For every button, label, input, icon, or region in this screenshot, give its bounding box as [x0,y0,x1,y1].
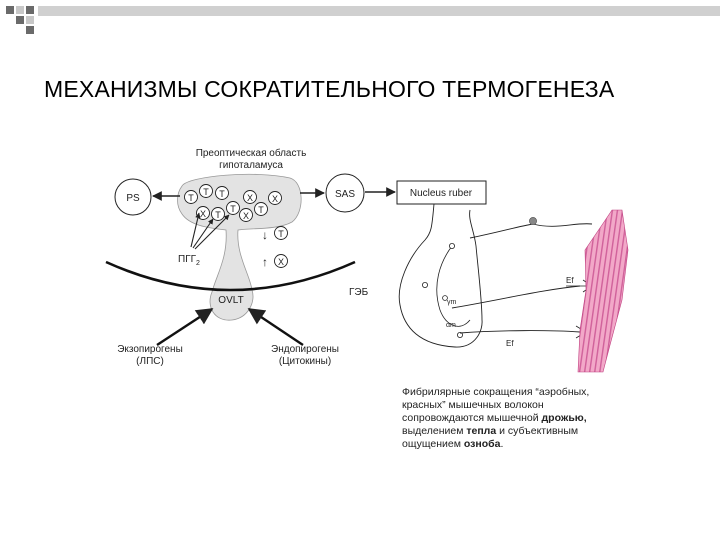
neuron-body [442,295,448,301]
geb-label: ГЭБ [349,287,369,298]
hypothalamus-label: гипоталамуса [219,160,283,171]
nerve-label: Ef [506,339,514,348]
exopyrogen-sublabel: (ЛПС) [136,356,164,367]
description-line: выделением тепла и субъективным [402,425,578,437]
neuron-t: T [226,201,240,215]
nerve-label: γm [447,299,457,306]
slide-decoration [6,6,720,34]
deco-square [6,6,14,14]
nerve-label: Ef [566,276,574,285]
nerve-label: αm [446,322,456,329]
deco-square [26,16,34,24]
arrow-down: ↓ [262,228,268,242]
gamma-motor-fiber [451,285,581,309]
skeletal-muscle [577,209,629,373]
neuron-t: T [184,190,198,204]
svg-text:T: T [258,205,264,215]
pgg-arrow [192,218,214,249]
spinal-ganglion [529,217,537,225]
pgg-arrow [190,212,201,248]
pgg-label: ПГГ2 [178,254,200,267]
arrow-up: ↑ [262,255,268,269]
hypothalamus-label: Преоптическая область [196,147,307,159]
svg-text:T: T [278,229,284,239]
nucleus-ruber-label: Nucleus ruber [410,188,473,199]
svg-text:X: X [278,257,284,267]
svg-text:X: X [243,211,249,221]
neuron-x: X [239,208,253,222]
neuron-t: T [199,184,213,198]
ps-label: PS [126,193,140,204]
neuron-t: T [211,207,225,221]
nucleus-ruber-box [396,180,487,205]
exopyrogen-label: Экзопирогены [117,344,183,355]
pgg-arrow [194,214,230,250]
sas-node [325,173,365,213]
top-bar [38,6,720,16]
svg-text:X: X [200,209,206,219]
svg-text:T: T [219,189,225,199]
sas-label: SAS [335,189,355,200]
spinal-cord-outline [398,203,483,348]
neuron-t: T [274,226,288,240]
endopyrogen-arrow [247,308,304,346]
description-line: Фибрилярные сокращения “аэробных, [402,386,589,398]
endopyrogen-label: Эндопирогены [271,344,339,355]
description-line: красных” мышечных волокон [402,399,544,411]
svg-text:X: X [247,193,253,203]
neuron-body [456,331,463,338]
ps-node [114,178,152,216]
description-line: ощущением озноба. [402,438,503,450]
blood-brain-barrier [105,260,356,292]
neuron-t: T [215,186,229,200]
slide-title: МЕХАНИЗМЫ СОКРАТИТЕЛЬНОГО ТЕРМОГЕНЕЗА [44,76,615,102]
neuron-x: X [274,254,288,268]
svg-text:T: T [188,193,194,203]
svg-text:T: T [230,204,236,214]
exopyrogen-arrow [156,307,214,347]
deco-square [16,16,24,24]
alpha-motor-fiber [459,330,581,334]
neuron-x: X [268,191,282,205]
neuron-x: X [243,190,257,204]
description-line: сопровождаются мышечной дрожью, [402,412,587,424]
deco-square [26,6,34,14]
deco-square [16,6,24,14]
neuron-body [421,281,428,288]
neuron-body [448,242,455,249]
svg-text:X: X [272,194,278,204]
neuron-t: T [254,202,268,216]
svg-text:T: T [203,187,209,197]
endopyrogen-sublabel: (Цитокины) [279,356,331,367]
gray-matter-outline [436,245,471,327]
svg-text:T: T [215,210,221,220]
ovlt-label: OVLT [218,295,243,306]
deco-square [26,26,34,34]
